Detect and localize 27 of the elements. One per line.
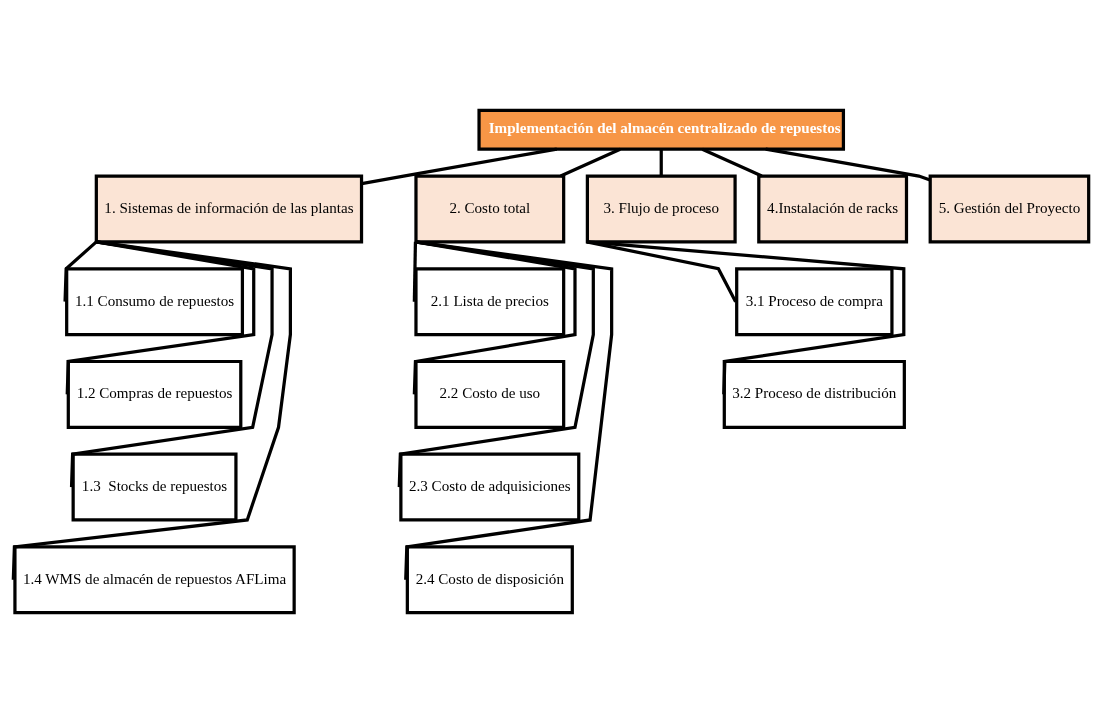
connector	[560, 147, 621, 177]
node-box: 2. Costo total	[414, 173, 566, 243]
node-box: 1.1 Consumo de repuestos	[65, 266, 245, 336]
connector	[659, 148, 663, 176]
node-box: 1.3 Stocks de repuestos	[71, 452, 238, 522]
node-box: 5. Gestión del Proyecto	[928, 173, 1091, 243]
node-box: 3. Flujo de proceso	[585, 173, 737, 243]
node-box: 1. Sistemas de información de las plantas	[94, 173, 364, 243]
node-box: 2.2 Costo de uso	[414, 359, 566, 429]
connector	[586, 239, 906, 394]
node-box: 3.2 Proceso de distribución	[722, 359, 906, 429]
connector	[412, 241, 418, 302]
node-box: 3.1 Proceso de compra	[735, 266, 894, 336]
connector	[412, 239, 577, 394]
node-box: 2.4 Costo de disposición	[405, 544, 574, 614]
node-box: 2.3 Costo de adquisiciones	[399, 452, 581, 522]
connector	[404, 239, 614, 580]
node-box: 2.1 Lista de precios	[414, 266, 566, 336]
node-box: Implementación del almacén centralizado de repuestos	[477, 108, 846, 151]
connector	[11, 239, 292, 580]
connector	[701, 147, 763, 177]
node-box: 1.4 WMS de almacén de repuestos AFLima	[13, 544, 296, 614]
connector	[65, 239, 256, 394]
node-box: 4.Instalación de racks	[757, 173, 909, 243]
connector	[397, 239, 595, 487]
node-box: 1.2 Compras de repuestos	[66, 359, 243, 429]
connector	[63, 240, 98, 302]
